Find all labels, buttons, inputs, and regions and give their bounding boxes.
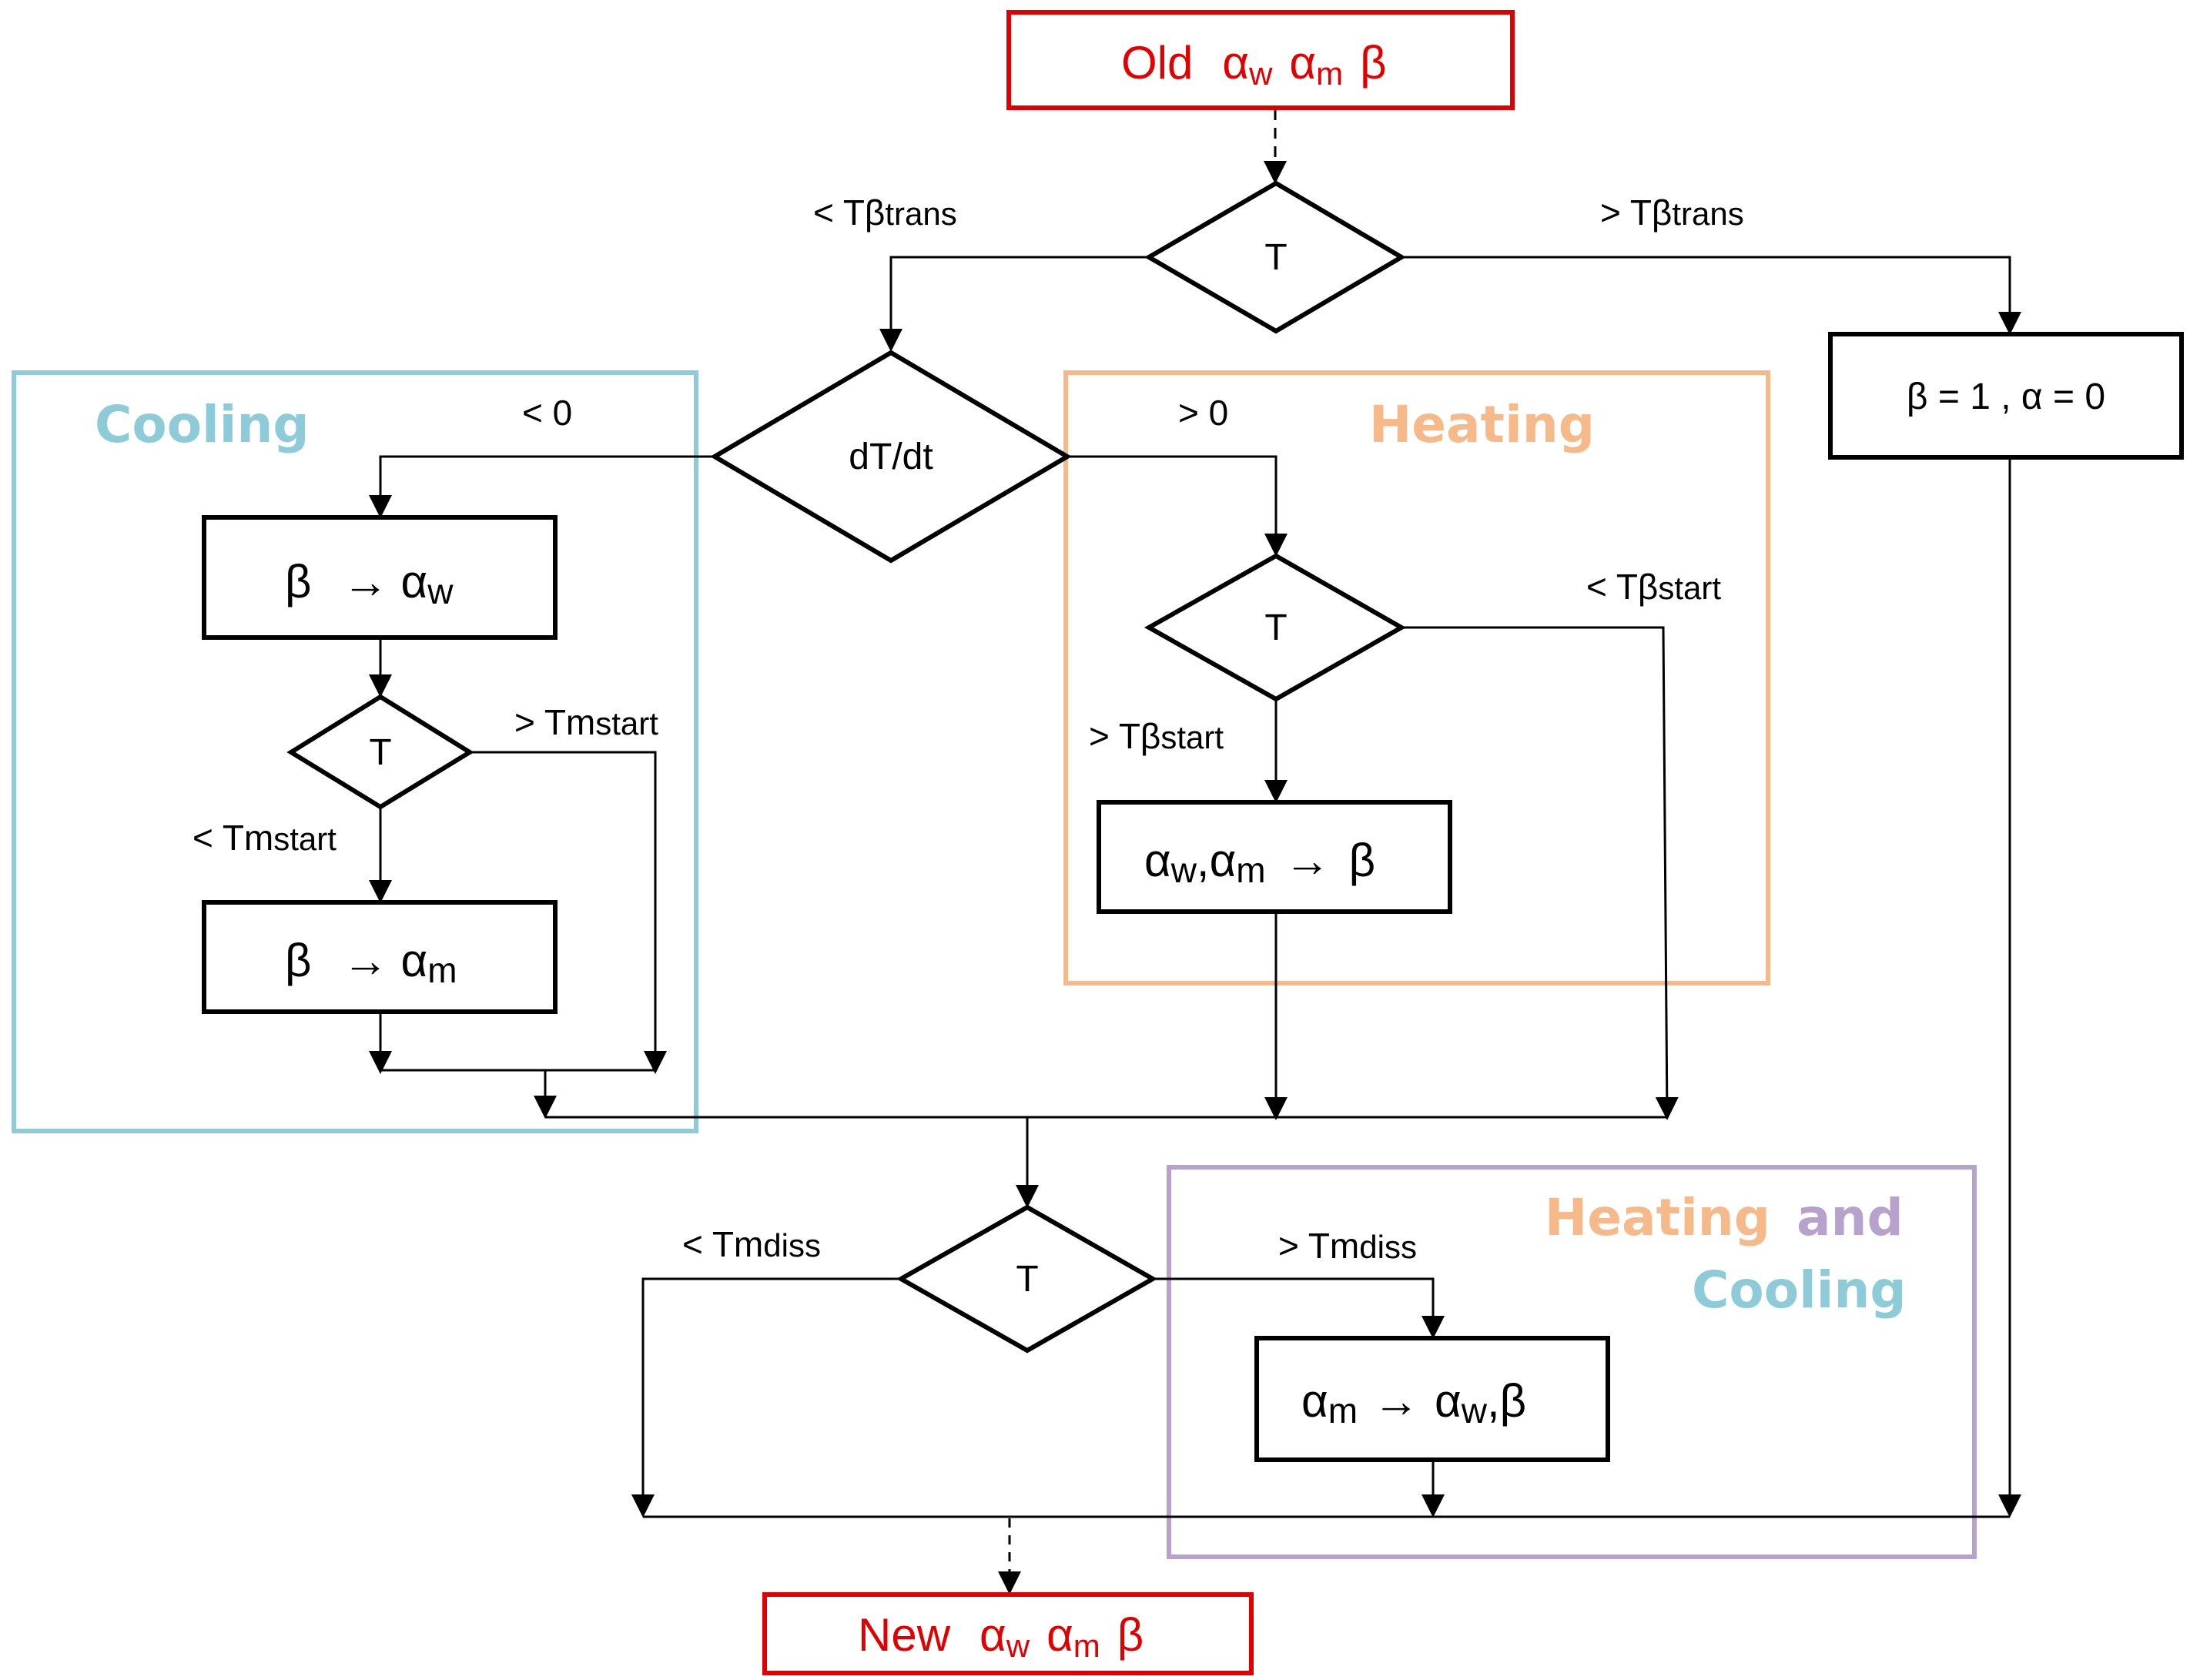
- rate-decision: dT/dt: [710, 350, 1072, 564]
- branch-label-gt-tm-start: > Tmstart: [514, 702, 658, 742]
- heating-region-box: [1063, 370, 1770, 986]
- combined-region-title-and: and: [1797, 1188, 1904, 1247]
- branch-label-lt-zero: < 0: [522, 393, 572, 433]
- heating-region-title: Heating: [1369, 395, 1595, 454]
- svg-text:T: T: [369, 732, 391, 773]
- branch-label-lt-tm-diss: < Tmdiss: [682, 1224, 821, 1264]
- alpha-wm-to-beta-box: αw,αm→β: [1097, 800, 1452, 914]
- branch-label-gt-tm-diss: > Tmdiss: [1278, 1226, 1417, 1266]
- combined-region-box: [1167, 1165, 1977, 1559]
- bottom-temperature-decision: T: [896, 1204, 1158, 1354]
- output-prefix: New: [858, 1609, 951, 1661]
- input-prefix: Old: [1121, 37, 1193, 89]
- combined-region-title-cooling: Cooling: [1692, 1260, 1907, 1320]
- beta-to-alpha-w-box: β→αw: [202, 515, 558, 640]
- branch-label-lt-tbeta-trans: < Tβtrans: [813, 192, 957, 233]
- combined-region-title-heating: Heating: [1545, 1188, 1770, 1247]
- svg-text:T: T: [1016, 1259, 1038, 1300]
- svg-text:T: T: [1264, 237, 1287, 278]
- svg-text:αm→αw,β: αm→αw,β: [1301, 1375, 1526, 1431]
- top-temperature-decision: T: [1144, 180, 1406, 334]
- connectors: [369, 109, 2021, 1595]
- branch-label-lt-tbeta-start: < Tβstart: [1586, 567, 1721, 607]
- cooling-region-box: [12, 370, 698, 1133]
- branch-label-gt-zero: > 0: [1178, 393, 1228, 433]
- branch-label-gt-tbeta-start: > Tβstart: [1089, 716, 1224, 756]
- svg-text:β→αm: β→αm: [285, 935, 457, 990]
- svg-text:β = 1 , α = 0: β = 1 , α = 0: [1907, 376, 2105, 417]
- beta-one-alpha-zero-box: β = 1 , α = 0: [1828, 332, 2184, 460]
- svg-text:T: T: [1264, 607, 1287, 648]
- branch-label-lt-tm-start: < Tmstart: [193, 818, 337, 858]
- alpha-m-to-alpha-w-beta-box: αm→αw,β: [1254, 1336, 1610, 1462]
- cooling-region-title: Cooling: [95, 395, 310, 454]
- branch-label-gt-tbeta-trans: > Tβtrans: [1600, 192, 1744, 233]
- svg-text:β→αw: β→αw: [285, 556, 454, 611]
- svg-text:dT/dt: dT/dt: [849, 437, 933, 477]
- svg-text:αw,αm→β: αw,αm→β: [1144, 835, 1375, 890]
- cooling-temperature-decision: T: [286, 694, 474, 810]
- heating-temperature-decision: T: [1144, 553, 1407, 702]
- beta-to-alpha-m-box: β→αm: [202, 900, 558, 1014]
